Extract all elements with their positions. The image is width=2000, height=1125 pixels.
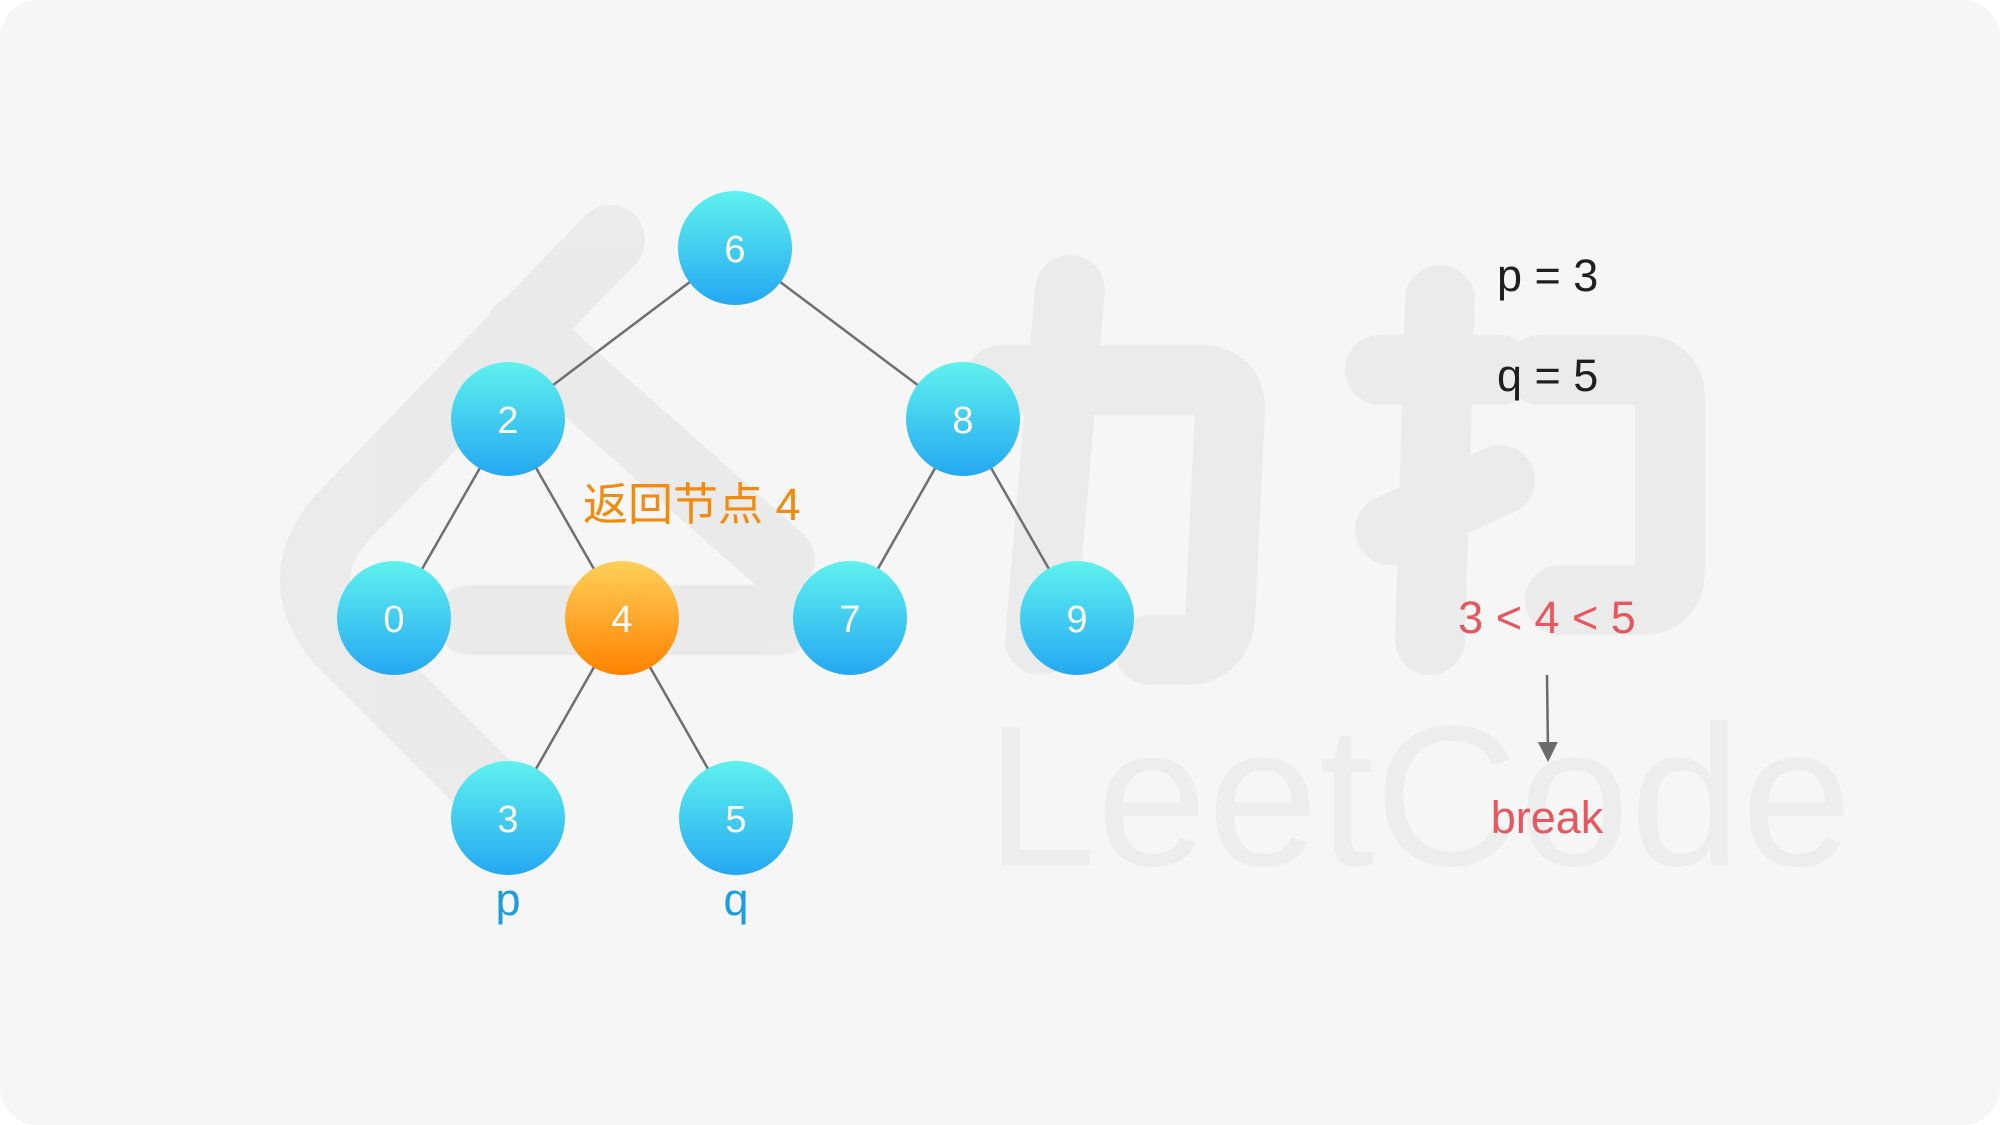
- return-node-label: 返回节点 4: [583, 479, 801, 530]
- tree-node-label: 6: [724, 229, 745, 271]
- comparison-text: 3 < 4 < 5: [1458, 592, 1636, 643]
- tree-node-label: 7: [839, 599, 860, 641]
- tree-node-4: 4: [565, 561, 679, 675]
- tree-node-label: 9: [1066, 599, 1087, 641]
- tree-node-circle: [678, 191, 792, 305]
- watermark-text: LeetCode: [985, 685, 1852, 908]
- tree-node-8: 8: [906, 362, 1020, 476]
- tree-node-2: 2: [451, 362, 565, 476]
- tree-node-label: 8: [952, 400, 973, 442]
- tree-node-circle: [565, 561, 679, 675]
- tree-node-circle: [451, 362, 565, 476]
- tree-node-0: 0: [337, 561, 451, 675]
- tree-node-label: 0: [383, 599, 404, 641]
- tree-node-circle: [451, 761, 565, 875]
- tree-node-circle: [1020, 561, 1134, 675]
- tree-node-label: 5: [725, 799, 746, 841]
- tree-node-6: 6: [678, 191, 792, 305]
- tree-nodes: 6 2 8 0 4 7 9 3 5: [337, 191, 1134, 875]
- down-arrow: [1537, 674, 1558, 762]
- break-text: break: [1491, 792, 1604, 843]
- tree-node-9: 9: [1020, 561, 1134, 675]
- p-pointer-label: p: [495, 874, 520, 925]
- tree-node-label: 4: [611, 599, 632, 641]
- tree-node-circle: [906, 362, 1020, 476]
- p-value-text: p = 3: [1497, 250, 1598, 301]
- tree-node-5: 5: [679, 761, 793, 875]
- tree-node-circle: [793, 561, 907, 675]
- tree-node-label: 2: [497, 400, 518, 442]
- tree-node-circle: [679, 761, 793, 875]
- tree-node-circle: [337, 561, 451, 675]
- tree-node-7: 7: [793, 561, 907, 675]
- tree-node-3: 3: [451, 761, 565, 875]
- watermark-logo: [280, 205, 1705, 855]
- q-pointer-label: q: [723, 874, 748, 925]
- q-value-text: q = 5: [1497, 350, 1598, 401]
- tree-node-label: 3: [497, 799, 518, 841]
